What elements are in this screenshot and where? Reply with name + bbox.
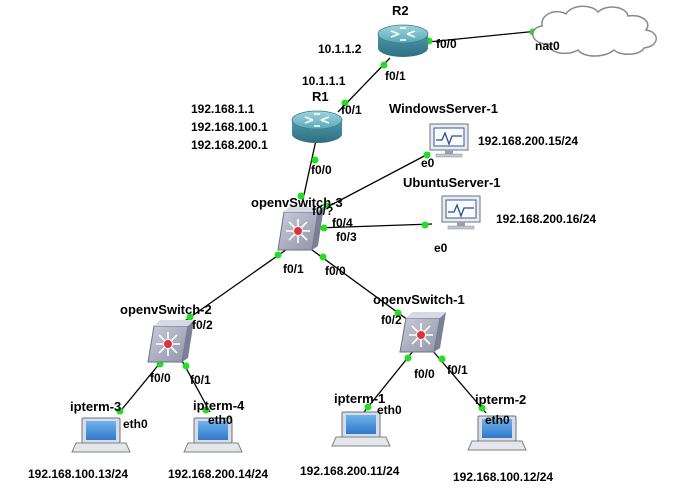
router-icon bbox=[377, 24, 429, 57]
switch-icon bbox=[399, 312, 446, 353]
switch-openvswitch-3[interactable] bbox=[277, 206, 324, 251]
port-label-ipterm3-eth0: eth0 bbox=[123, 417, 148, 431]
link-sw3-sw2 bbox=[181, 246, 291, 324]
dot-sw1-f00 bbox=[404, 354, 412, 362]
dot-ipterm4 bbox=[202, 406, 210, 414]
router-r1-ip-3: 192.168.200.1 bbox=[191, 138, 268, 152]
monitor-icon bbox=[441, 195, 481, 230]
laptop-icon bbox=[331, 411, 391, 447]
port-label-r1-f01: f0/1 bbox=[341, 103, 362, 117]
dot-sw3-f01 bbox=[274, 251, 282, 259]
switch-openvswitch-2[interactable] bbox=[147, 320, 194, 363]
dot-sw1-f02 bbox=[394, 309, 402, 317]
router-r1-ip-0: 10.1.1.1 bbox=[302, 74, 346, 88]
port-label-sw1-f01: f0/1 bbox=[447, 363, 468, 377]
link-sw3-windows bbox=[311, 152, 431, 216]
dot-sw3-f00 bbox=[319, 253, 327, 261]
dot-r1-f00 bbox=[311, 156, 319, 164]
port-label-windows-e0: e0 bbox=[421, 156, 435, 170]
monitor-icon bbox=[429, 123, 469, 158]
router-r1-ip-2: 192.168.100.1 bbox=[191, 120, 268, 134]
host-ipterm-1[interactable] bbox=[331, 411, 391, 447]
host-ip-ipterm-4: 192.168.200.14/24 bbox=[168, 467, 268, 481]
cloud-icon[interactable] bbox=[532, 5, 657, 57]
port-label-sw2-f01: f0/1 bbox=[190, 373, 211, 387]
server-ip-ubuntu: 192.168.200.16/24 bbox=[496, 212, 596, 226]
router-name-r1: R1 bbox=[312, 89, 329, 104]
cloud-label-nat0: nat0 bbox=[535, 39, 560, 53]
dot-sw3-ubu bbox=[320, 224, 328, 232]
laptop-icon bbox=[183, 417, 243, 453]
switch-icon bbox=[147, 320, 194, 363]
dot-sw2-f01 bbox=[182, 362, 190, 370]
host-name-ipterm-2: ipterm-2 bbox=[475, 392, 526, 407]
port-label-ubuntu-e0: e0 bbox=[434, 241, 448, 255]
link-sw3-ubuntu bbox=[315, 223, 433, 229]
port-label-sw1-f00: f0/0 bbox=[414, 367, 435, 381]
dot-ubuntu-e0 bbox=[421, 221, 429, 229]
port-label-sw1-f02: f0/2 bbox=[381, 313, 402, 327]
server-ubuntu[interactable] bbox=[441, 195, 481, 230]
dot-r2-f01 bbox=[380, 61, 388, 69]
server-name-ubuntu: UbuntuServer-1 bbox=[403, 175, 501, 190]
dot-ipterm3 bbox=[116, 407, 124, 415]
port-label-sw2-f02: f0/2 bbox=[192, 318, 213, 332]
link-sw2-ipterm3 bbox=[117, 356, 166, 415]
laptop-icon bbox=[71, 417, 131, 453]
host-ipterm-3[interactable] bbox=[71, 417, 131, 453]
port-label-sw3-win: f0/? bbox=[312, 204, 333, 218]
dot-windows-e0 bbox=[423, 151, 431, 159]
switch-openvswitch-1[interactable] bbox=[399, 312, 446, 353]
dot-r1-f01 bbox=[341, 99, 349, 107]
switch-name-sw3: openvSwitch-3 bbox=[251, 195, 343, 210]
server-ip-windows: 192.168.200.15/24 bbox=[478, 134, 578, 148]
port-labels: f0/0 f0/1 f0/1 f0/0 f0/? f0/4 f0/3 f0/1 … bbox=[123, 37, 510, 431]
host-name-ipterm-4: ipterm-4 bbox=[193, 398, 245, 413]
switch-name-sw1: openvSwitch-1 bbox=[373, 292, 465, 307]
switch-name-sw2: openvSwitch-2 bbox=[120, 302, 212, 317]
server-windows[interactable] bbox=[429, 123, 469, 158]
host-ip-ipterm-3: 192.168.100.13/24 bbox=[28, 467, 128, 481]
router-r2-ip: 10.1.1.2 bbox=[318, 42, 362, 56]
router-r1[interactable] bbox=[291, 110, 343, 143]
port-label-ipterm4-eth0: eth0 bbox=[208, 413, 233, 427]
host-ipterm-2[interactable] bbox=[467, 415, 527, 451]
port-label-sw3-f04: f0/4 bbox=[332, 216, 353, 230]
router-icon bbox=[291, 110, 343, 143]
port-label-r2-f00: f0/0 bbox=[436, 37, 457, 51]
dot-sw3-up bbox=[297, 192, 305, 200]
dot-ipterm1 bbox=[364, 403, 372, 411]
link-r1-sw3 bbox=[299, 139, 317, 214]
port-label-ipterm1-eth0: eth0 bbox=[377, 403, 402, 417]
server-name-windows: WindowsServer-1 bbox=[389, 101, 498, 116]
host-ipterm-4[interactable] bbox=[183, 417, 243, 453]
dot-sw3-win bbox=[322, 202, 330, 210]
host-name-ipterm-1: ipterm-1 bbox=[334, 391, 385, 406]
router-r2[interactable] bbox=[377, 24, 429, 57]
port-label-sw3-f01: f0/1 bbox=[283, 262, 304, 276]
port-label-sw3-f03: f0/3 bbox=[336, 230, 357, 244]
port-label-r2-f01: f0/1 bbox=[385, 69, 406, 83]
dot-sw1-f01 bbox=[438, 355, 446, 363]
port-label-sw3-f00: f0/0 bbox=[325, 264, 346, 278]
router-name-r2: R2 bbox=[392, 3, 409, 18]
host-ip-ipterm-2: 192.168.100.12/24 bbox=[453, 470, 553, 484]
link-r2-nat0 bbox=[427, 30, 539, 43]
switch-icon bbox=[277, 206, 324, 251]
laptop-icon bbox=[467, 415, 527, 451]
dot-ipterm2 bbox=[478, 404, 486, 412]
port-label-ipterm2-eth0: eth0 bbox=[485, 413, 510, 427]
host-ip-ipterm-1: 192.168.200.11/24 bbox=[300, 464, 400, 478]
port-label-r1-f00: f0/0 bbox=[311, 163, 332, 177]
dot-sw2-f02 bbox=[186, 313, 194, 321]
host-name-ipterm-3: ipterm-3 bbox=[70, 399, 121, 414]
router-r1-ip-1: 192.168.1.1 bbox=[191, 102, 255, 116]
port-label-sw2-f00: f0/0 bbox=[150, 371, 171, 385]
